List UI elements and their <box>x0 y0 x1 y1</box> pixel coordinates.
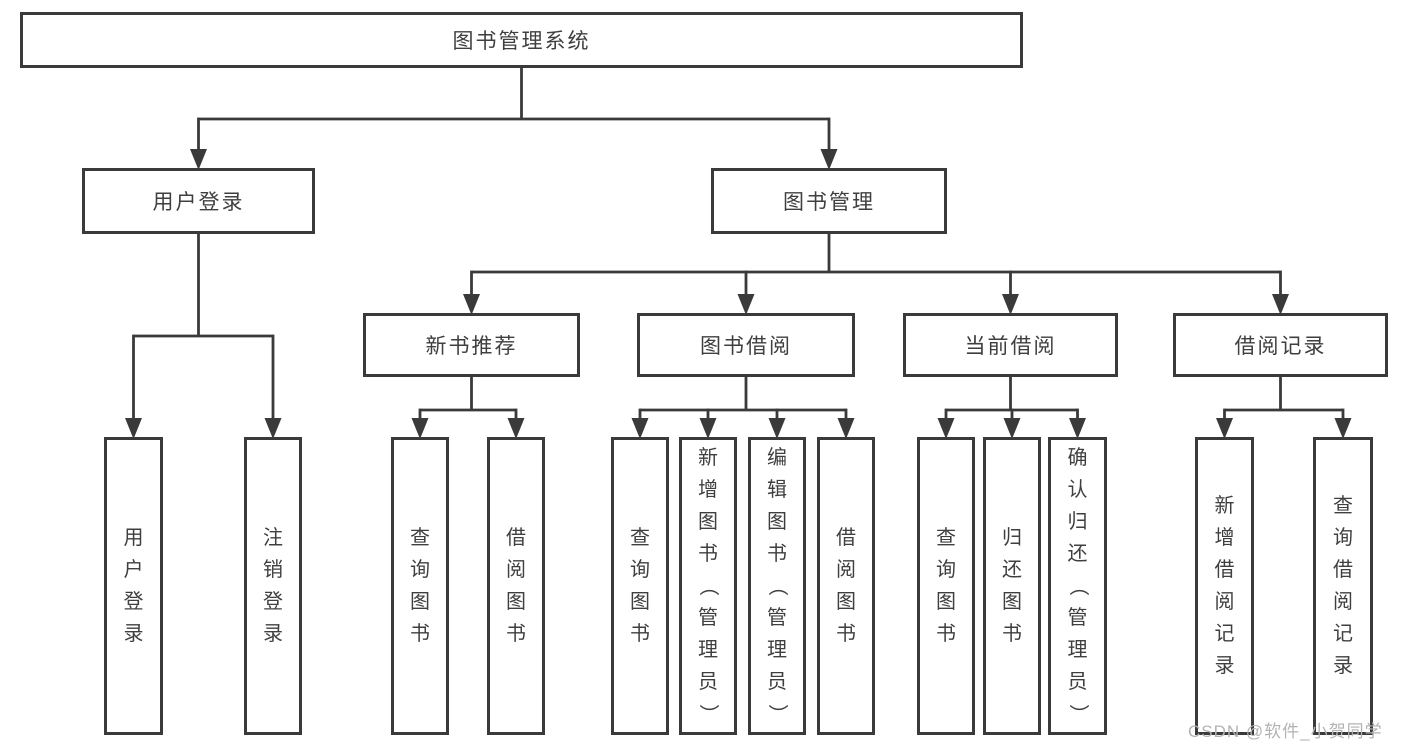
arrowhead-icon <box>937 418 955 439</box>
arrowhead-icon <box>1334 418 1352 439</box>
node-add-book: 新增图书（管理员） <box>679 437 737 735</box>
arrowhead-icon <box>631 418 649 439</box>
arrowhead-icon <box>1272 294 1289 315</box>
node-label: 新书推荐 <box>425 335 518 358</box>
arrowhead-icon <box>463 294 480 315</box>
arrowhead-icon <box>820 149 838 170</box>
arrowhead-icon <box>507 418 525 439</box>
node-query-book-2: 查询图书 <box>611 437 669 735</box>
node-label: 当前借阅 <box>964 335 1057 358</box>
node-logout: 注销登录 <box>244 437 302 735</box>
arrowhead-icon <box>125 418 142 439</box>
node-query-book-1: 查询图书 <box>391 437 449 735</box>
node-user-login: 用户登录 <box>82 168 315 234</box>
node-return-book: 归还图书 <box>983 437 1041 735</box>
node-borrow-book-1: 借阅图书 <box>487 437 545 735</box>
node-add-borrow-record: 新增借阅记录 <box>1195 437 1254 735</box>
node-label: 图书借阅 <box>700 335 792 358</box>
node-query-book-3: 查询图书 <box>917 437 975 735</box>
node-new-book-rec: 新书推荐 <box>363 313 580 377</box>
node-borrow-records: 借阅记录 <box>1173 313 1388 377</box>
node-book-mgmt: 图书管理 <box>711 168 947 234</box>
arrowhead-icon <box>1003 418 1021 439</box>
arrowhead-icon <box>190 149 207 170</box>
node-label: 图书管理 <box>783 191 875 214</box>
node-root: 图书管理系统 <box>20 12 1023 68</box>
node-confirm-return: 确认归还（管理员） <box>1048 437 1107 735</box>
node-query-borrow-record: 查询借阅记录 <box>1313 437 1373 735</box>
node-book-borrow: 图书借阅 <box>637 313 855 377</box>
arrowhead-icon <box>768 418 786 439</box>
node-label: 借阅记录 <box>1234 335 1327 358</box>
arrowhead-icon <box>699 418 717 439</box>
node-login: 用户登录 <box>104 437 163 735</box>
node-borrow-book-2: 借阅图书 <box>817 437 875 735</box>
watermark-text: CSDN @软件_小贺同学 <box>1188 722 1383 741</box>
arrowhead-icon <box>1069 418 1086 439</box>
node-label: 用户登录 <box>152 191 245 214</box>
arrowhead-icon <box>1002 294 1019 315</box>
arrowhead-icon <box>737 294 755 315</box>
node-current-borrow: 当前借阅 <box>903 313 1118 377</box>
node-label: 图书管理系统 <box>452 30 591 53</box>
arrowhead-icon <box>264 418 282 439</box>
arrowhead-icon <box>411 418 429 439</box>
node-edit-book: 编辑图书（管理员） <box>748 437 806 735</box>
arrowhead-icon <box>837 418 855 439</box>
arrowhead-icon <box>1216 418 1233 439</box>
